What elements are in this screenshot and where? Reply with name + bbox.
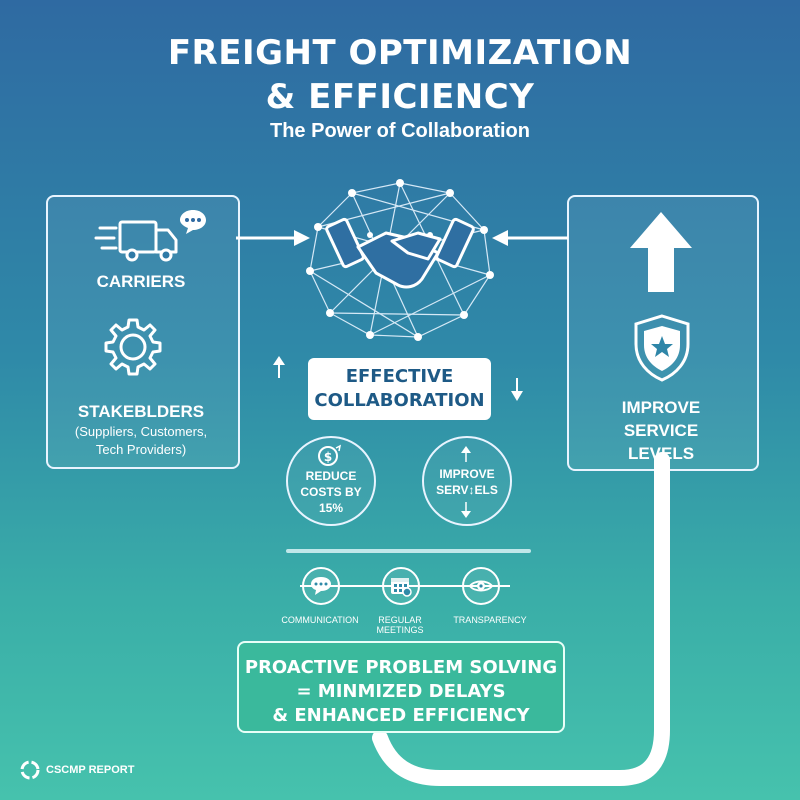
reduce-label-3: 15%	[318, 501, 344, 515]
pillar-label-transparency: TRANSPARENCY	[453, 615, 527, 625]
small-down-arrow-icon	[511, 378, 523, 401]
reduce-label-2: COSTS BY	[300, 485, 362, 499]
truck-icon	[94, 220, 178, 262]
eye-icon	[468, 580, 494, 592]
subtitle: The Power of Collaboration	[269, 120, 530, 142]
feedback-loop-line	[372, 452, 670, 786]
effective-label-1: EFFECTIVE	[345, 366, 454, 387]
gear-icon	[104, 318, 162, 376]
arrow-right-to-center	[492, 230, 568, 246]
down-small-icon	[461, 502, 471, 518]
stakeholders-label: STAKEBLDERS	[77, 402, 205, 421]
title-line-1: FREIGHT OPTIMIZATION	[167, 33, 633, 73]
brand-logo-icon	[20, 760, 40, 780]
result-line-1: PROACTIVE PROBLEM SOLVING	[244, 657, 558, 678]
up-arrow-icon	[630, 212, 692, 292]
shield-star-icon	[634, 314, 690, 382]
stakeholders-detail-2: Tech Providers)	[95, 442, 187, 457]
dollar-icon: $	[318, 444, 342, 466]
meetings-badge	[382, 567, 420, 605]
arrow-left-to-center	[236, 230, 310, 246]
right-label-2: SERVICE	[623, 421, 699, 440]
reduce-costs-circle	[286, 436, 376, 526]
calendar-icon	[391, 578, 412, 597]
chat-icon	[311, 577, 331, 595]
up-small-icon	[461, 446, 471, 462]
result-line-2: = MINMIZED DELAYS	[296, 681, 506, 702]
pillar-label-communication: COMMUNICATION	[281, 615, 359, 625]
carriers-label: CARRIERS	[96, 272, 186, 291]
brand-label: CSCMP REPORT	[46, 764, 135, 776]
effective-collaboration-box: EFFECTIVE COLLABORATION	[308, 358, 491, 420]
result-box: PROACTIVE PROBLEM SOLVING = MINMIZED DEL…	[237, 641, 565, 733]
improve-label-2: SERV↕ELS	[436, 483, 498, 497]
speech-bubble-icon	[180, 210, 206, 234]
reduce-label-1: REDUCE	[305, 469, 357, 483]
small-up-arrow-icon	[273, 356, 285, 378]
left-panel	[46, 195, 240, 469]
stakeholders-detail-1: (Suppliers, Customers,	[74, 424, 208, 439]
pillar-label-meetings: REGULAR MEETINGS	[376, 615, 424, 635]
svg-text:$: $	[324, 450, 332, 464]
pillars-divider	[286, 549, 531, 553]
right-label-1: IMPROVE	[621, 398, 701, 417]
improve-label-1: IMPROVE	[439, 467, 495, 481]
title-line-2: & EFFICIENCY	[265, 77, 535, 117]
result-line-3: & ENHANCED EFFICIENCY	[272, 705, 530, 726]
effective-label-2: COLLABORATION	[314, 390, 485, 411]
handshake-network-icon	[306, 179, 494, 341]
